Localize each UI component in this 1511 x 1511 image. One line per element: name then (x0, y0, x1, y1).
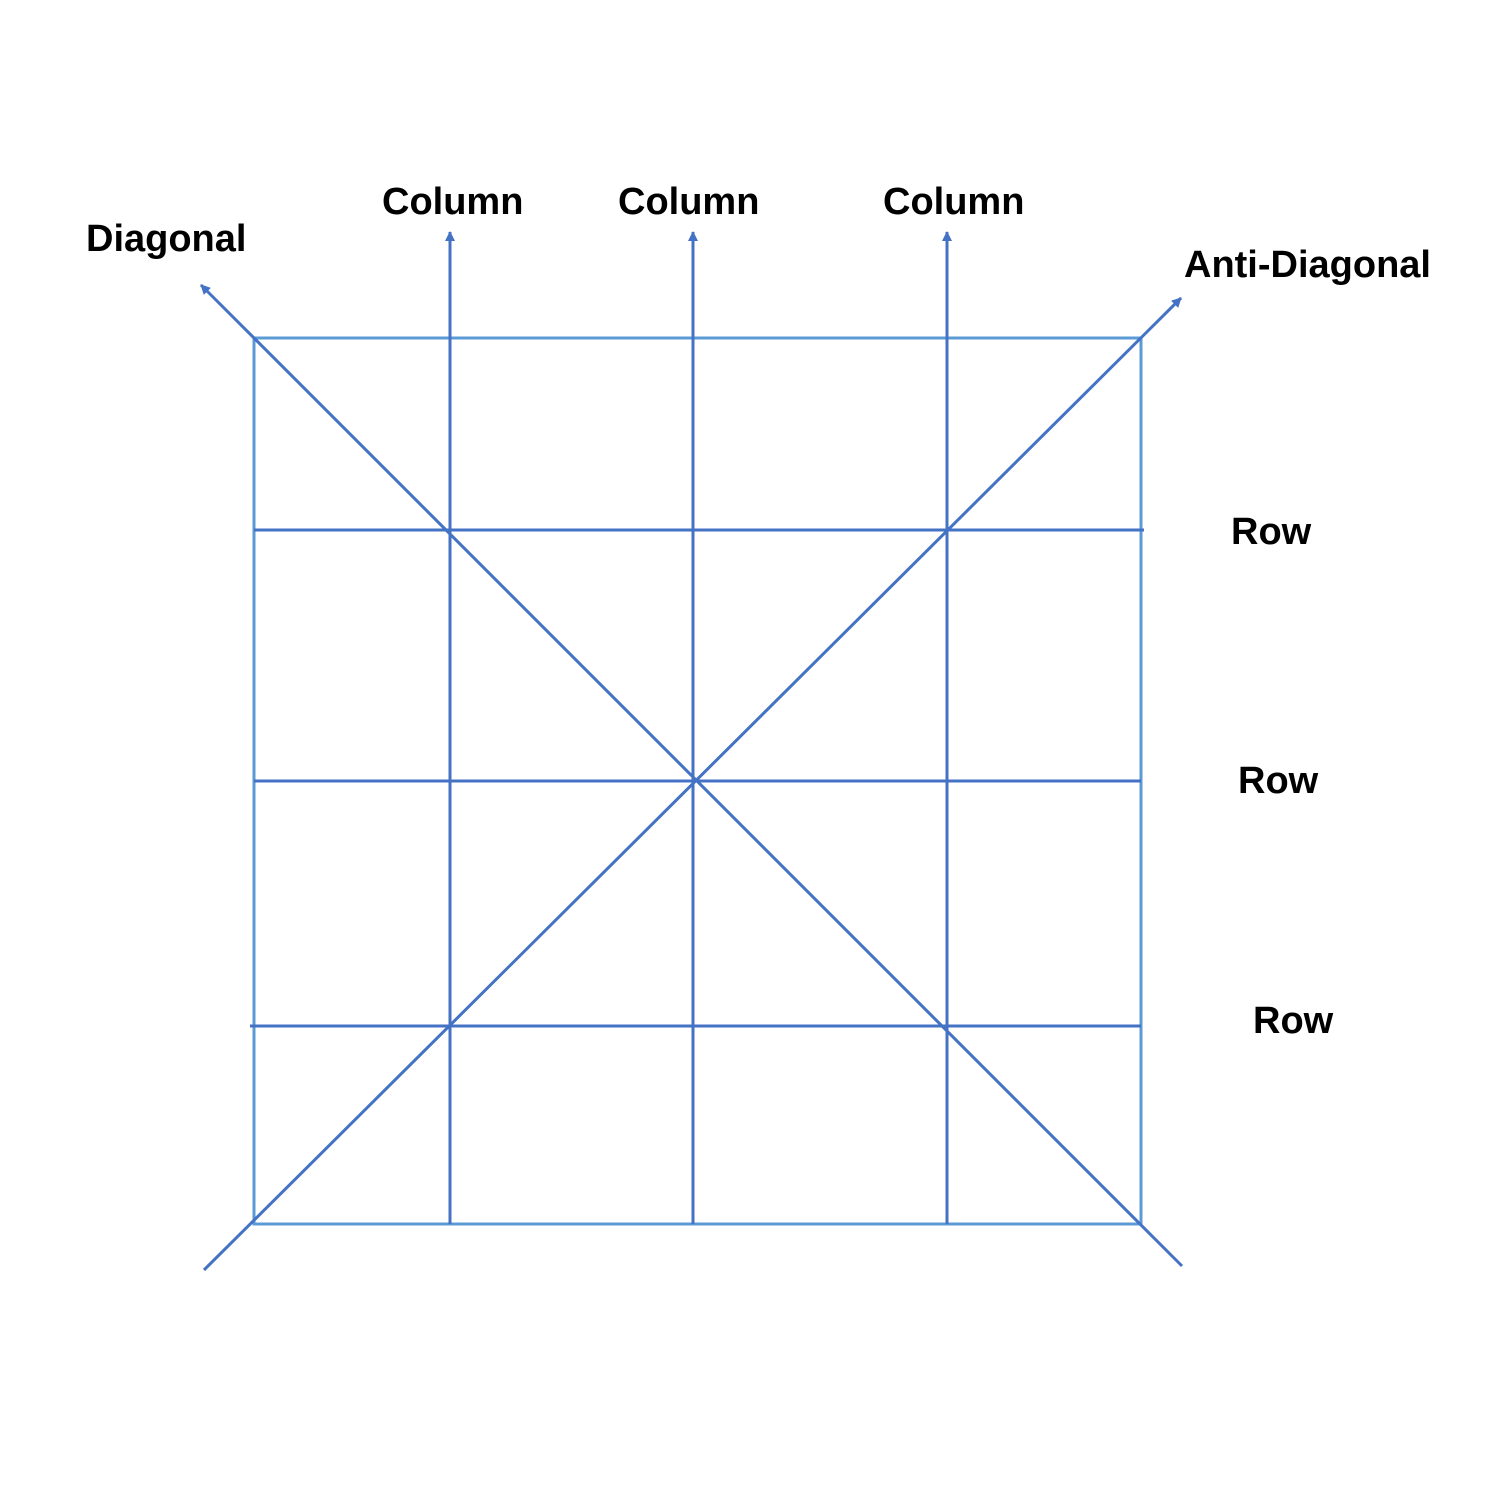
column-label-3: Column (883, 181, 1025, 223)
diagonal-label: Diagonal (86, 218, 247, 260)
row-label-2: Row (1238, 760, 1319, 802)
row-label-1: Row (1231, 511, 1312, 553)
column-label-1: Column (382, 181, 524, 223)
diagonal-arrow (199, 283, 1184, 1268)
anti-diagonal-label: Anti-Diagonal (1184, 244, 1431, 286)
row-label-3: Row (1253, 1000, 1334, 1042)
column-label-2: Column (618, 181, 760, 223)
anti-diagonal-arrow (202, 296, 1183, 1272)
